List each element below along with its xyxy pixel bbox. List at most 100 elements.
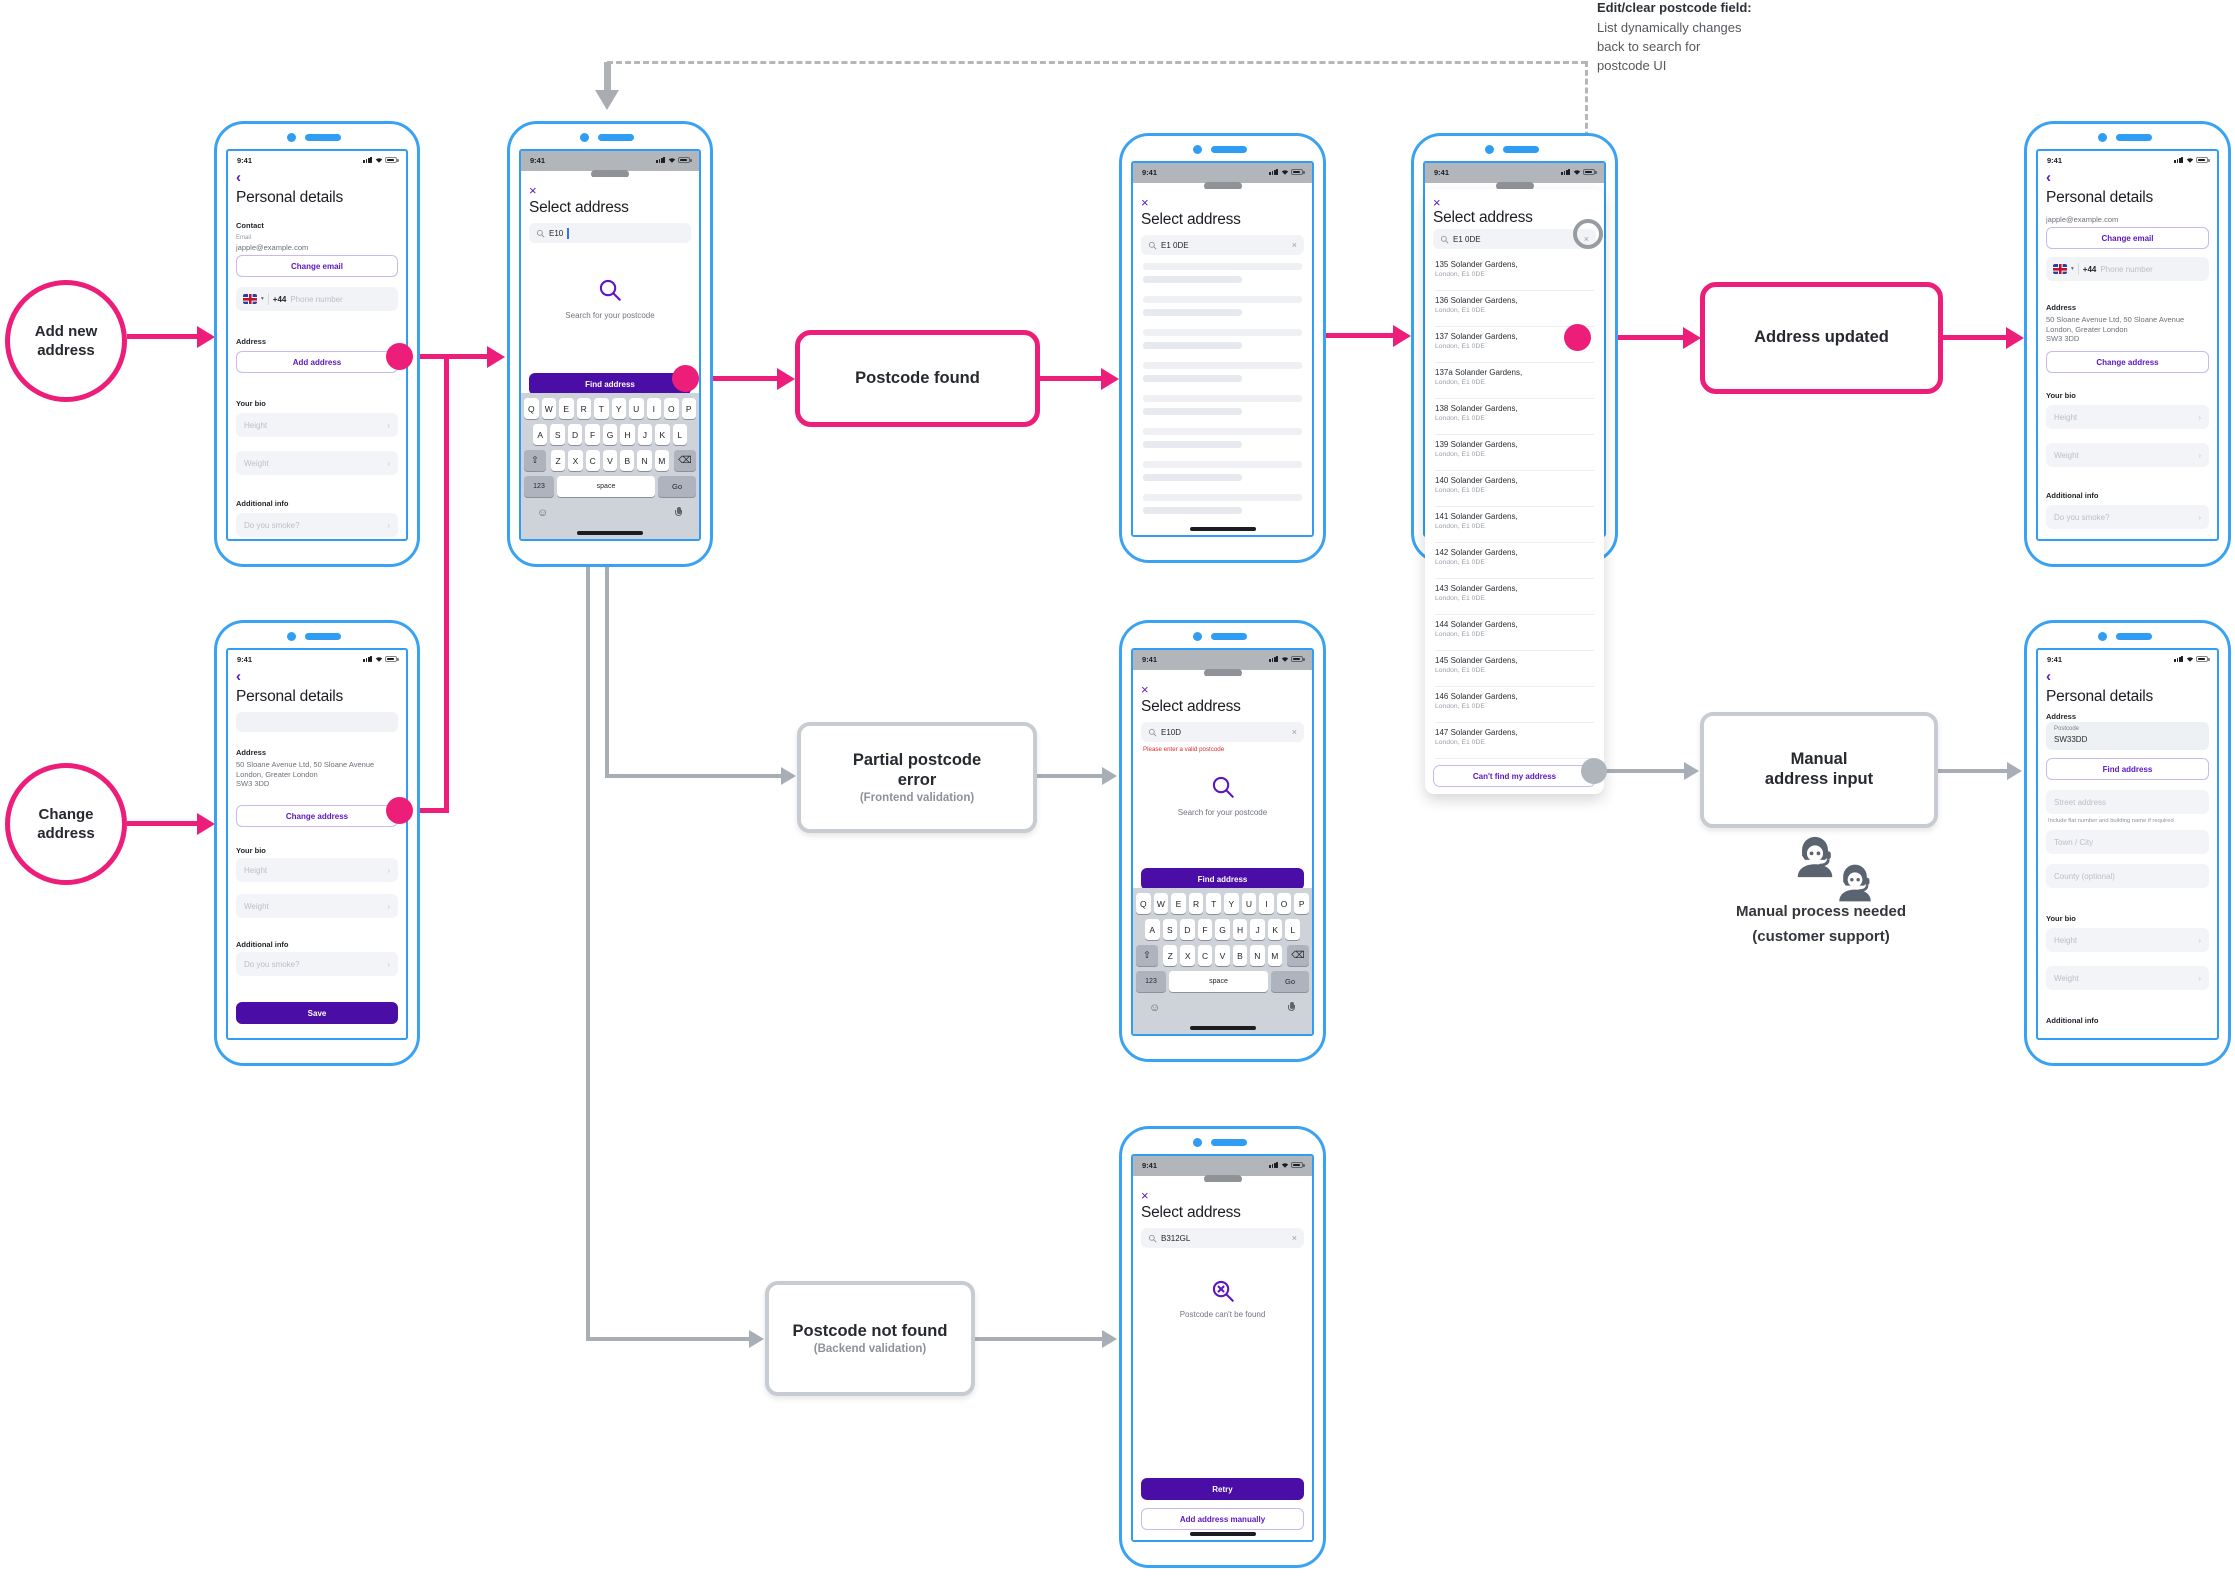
address-option[interactable]: 138 Solander Gardens,London, E1 0DE bbox=[1435, 399, 1594, 435]
key-z[interactable]: Z bbox=[1163, 945, 1178, 966]
close-icon[interactable]: × bbox=[1141, 1188, 1149, 1203]
key-m[interactable]: M bbox=[1267, 945, 1282, 966]
street-address-input[interactable]: Street address bbox=[2046, 790, 2209, 814]
key-i[interactable]: I bbox=[646, 398, 661, 419]
height-field[interactable]: Height› bbox=[2046, 405, 2209, 429]
key-o[interactable]: O bbox=[664, 398, 679, 419]
backspace-key[interactable]: ⌫ bbox=[1287, 945, 1309, 966]
key-u[interactable]: U bbox=[1241, 893, 1257, 914]
back-button[interactable]: ‹ bbox=[236, 668, 241, 685]
clear-icon[interactable]: × bbox=[1291, 239, 1297, 250]
space-key[interactable]: space bbox=[1169, 971, 1268, 992]
key-v[interactable]: V bbox=[1215, 945, 1230, 966]
address-option[interactable]: 135 Solander Gardens,London, E1 0DE bbox=[1435, 255, 1594, 291]
key-q[interactable]: Q bbox=[524, 398, 539, 419]
change-address-button[interactable]: Change address bbox=[2046, 351, 2209, 373]
address-option[interactable]: 142 Solander Gardens,London, E1 0DE bbox=[1435, 543, 1594, 579]
address-option[interactable]: 136 Solander Gardens,London, E1 0DE bbox=[1435, 291, 1594, 327]
find-address-button[interactable]: Find address bbox=[1141, 868, 1304, 890]
phone-number-field[interactable]: ▾ +44 Phone number bbox=[2046, 257, 2209, 281]
key-z[interactable]: Z bbox=[551, 450, 566, 471]
emoji-key[interactable]: ☺ bbox=[1149, 1002, 1161, 1014]
key-w[interactable]: W bbox=[1153, 893, 1169, 914]
height-field[interactable]: Height› bbox=[236, 413, 398, 437]
key-i[interactable]: I bbox=[1259, 893, 1274, 914]
mic-key[interactable] bbox=[1288, 1002, 1296, 1015]
weight-field[interactable]: Weight› bbox=[2046, 443, 2209, 467]
key-k[interactable]: K bbox=[1267, 919, 1283, 940]
back-button[interactable]: ‹ bbox=[2046, 668, 2051, 685]
key-d[interactable]: D bbox=[1180, 919, 1195, 940]
key-f[interactable]: F bbox=[585, 424, 600, 445]
key-c[interactable]: C bbox=[1197, 945, 1213, 966]
key-n[interactable]: N bbox=[637, 450, 652, 471]
address-option[interactable]: 147 Solander Gardens,London, E1 0DE bbox=[1435, 723, 1594, 759]
key-p[interactable]: P bbox=[681, 398, 696, 419]
address-option[interactable]: 143 Solander Gardens,London, E1 0DE bbox=[1435, 579, 1594, 615]
key-b[interactable]: B bbox=[620, 450, 635, 471]
numbers-key[interactable]: 123 bbox=[524, 476, 554, 497]
key-j[interactable]: J bbox=[1250, 919, 1265, 940]
key-r[interactable]: R bbox=[1188, 893, 1204, 914]
emoji-key[interactable]: ☺ bbox=[537, 507, 549, 519]
key-l[interactable]: L bbox=[1285, 919, 1301, 940]
key-x[interactable]: X bbox=[568, 450, 583, 471]
postcode-search-input[interactable]: B312GL × bbox=[1141, 1228, 1304, 1248]
backspace-key[interactable]: ⌫ bbox=[674, 450, 696, 471]
space-key[interactable]: space bbox=[557, 476, 655, 497]
change-email-button[interactable]: Change email bbox=[236, 255, 398, 277]
key-y[interactable]: Y bbox=[611, 398, 626, 419]
smoke-field[interactable]: Do you smoke?› bbox=[236, 952, 398, 976]
address-option[interactable]: 139 Solander Gardens,London, E1 0DE bbox=[1435, 435, 1594, 471]
key-h[interactable]: H bbox=[620, 424, 635, 445]
key-o[interactable]: O bbox=[1276, 893, 1292, 914]
mic-key[interactable] bbox=[675, 507, 683, 520]
postcode-search-input[interactable]: E1 0DE × bbox=[1141, 235, 1304, 255]
shift-key[interactable]: ⇧ bbox=[524, 450, 546, 471]
numbers-key[interactable]: 123 bbox=[1136, 971, 1166, 992]
key-r[interactable]: R bbox=[576, 398, 591, 419]
key-p[interactable]: P bbox=[1294, 893, 1309, 914]
key-t[interactable]: T bbox=[1206, 893, 1221, 914]
key-j[interactable]: J bbox=[637, 424, 653, 445]
key-n[interactable]: N bbox=[1250, 945, 1265, 966]
back-button[interactable]: ‹ bbox=[2046, 169, 2051, 186]
key-m[interactable]: M bbox=[654, 450, 669, 471]
back-button[interactable]: ‹ bbox=[236, 169, 241, 186]
address-option[interactable]: 146 Solander Gardens,London, E1 0DE bbox=[1435, 687, 1594, 723]
postcode-search-input[interactable]: E10 bbox=[529, 223, 691, 243]
address-option[interactable]: 141 Solander Gardens,London, E1 0DE bbox=[1435, 507, 1594, 543]
height-field[interactable]: Height› bbox=[2046, 928, 2209, 952]
key-v[interactable]: V bbox=[602, 450, 618, 471]
close-icon[interactable]: × bbox=[1141, 195, 1149, 210]
find-address-button[interactable]: Find address bbox=[2046, 758, 2209, 780]
close-icon[interactable]: × bbox=[1433, 195, 1441, 210]
key-t[interactable]: T bbox=[594, 398, 609, 419]
weight-field[interactable]: Weight› bbox=[236, 451, 398, 475]
key-e[interactable]: E bbox=[559, 398, 574, 419]
smoke-field[interactable]: Do you smoke?› bbox=[236, 513, 398, 537]
smoke-field[interactable]: Do you smoke?› bbox=[2046, 505, 2209, 529]
key-g[interactable]: G bbox=[1215, 919, 1230, 940]
key-q[interactable]: Q bbox=[1136, 893, 1151, 914]
key-g[interactable]: G bbox=[602, 424, 618, 445]
address-option[interactable]: 145 Solander Gardens,London, E1 0DE bbox=[1435, 651, 1594, 687]
go-key[interactable]: Go bbox=[1271, 971, 1309, 992]
add-address-manually-button[interactable]: Add address manually bbox=[1141, 1508, 1304, 1530]
save-button[interactable]: Save bbox=[236, 1002, 398, 1024]
shift-key[interactable]: ⇧ bbox=[1136, 945, 1158, 966]
key-u[interactable]: U bbox=[629, 398, 644, 419]
key-k[interactable]: K bbox=[655, 424, 670, 445]
close-icon[interactable]: × bbox=[529, 183, 537, 198]
key-f[interactable]: F bbox=[1197, 919, 1213, 940]
weight-field[interactable]: Weight› bbox=[236, 894, 398, 918]
weight-field[interactable]: Weight› bbox=[2046, 966, 2209, 990]
height-field[interactable]: Height› bbox=[236, 858, 398, 882]
key-a[interactable]: A bbox=[1144, 919, 1160, 940]
retry-button[interactable]: Retry bbox=[1141, 1478, 1304, 1500]
address-option[interactable]: 137 Solander Gardens,London, E1 0DE bbox=[1435, 327, 1594, 363]
change-address-button[interactable]: Change address bbox=[236, 805, 398, 827]
find-address-button[interactable]: Find address bbox=[529, 373, 691, 395]
key-w[interactable]: W bbox=[541, 398, 556, 419]
go-key[interactable]: Go bbox=[658, 476, 696, 497]
